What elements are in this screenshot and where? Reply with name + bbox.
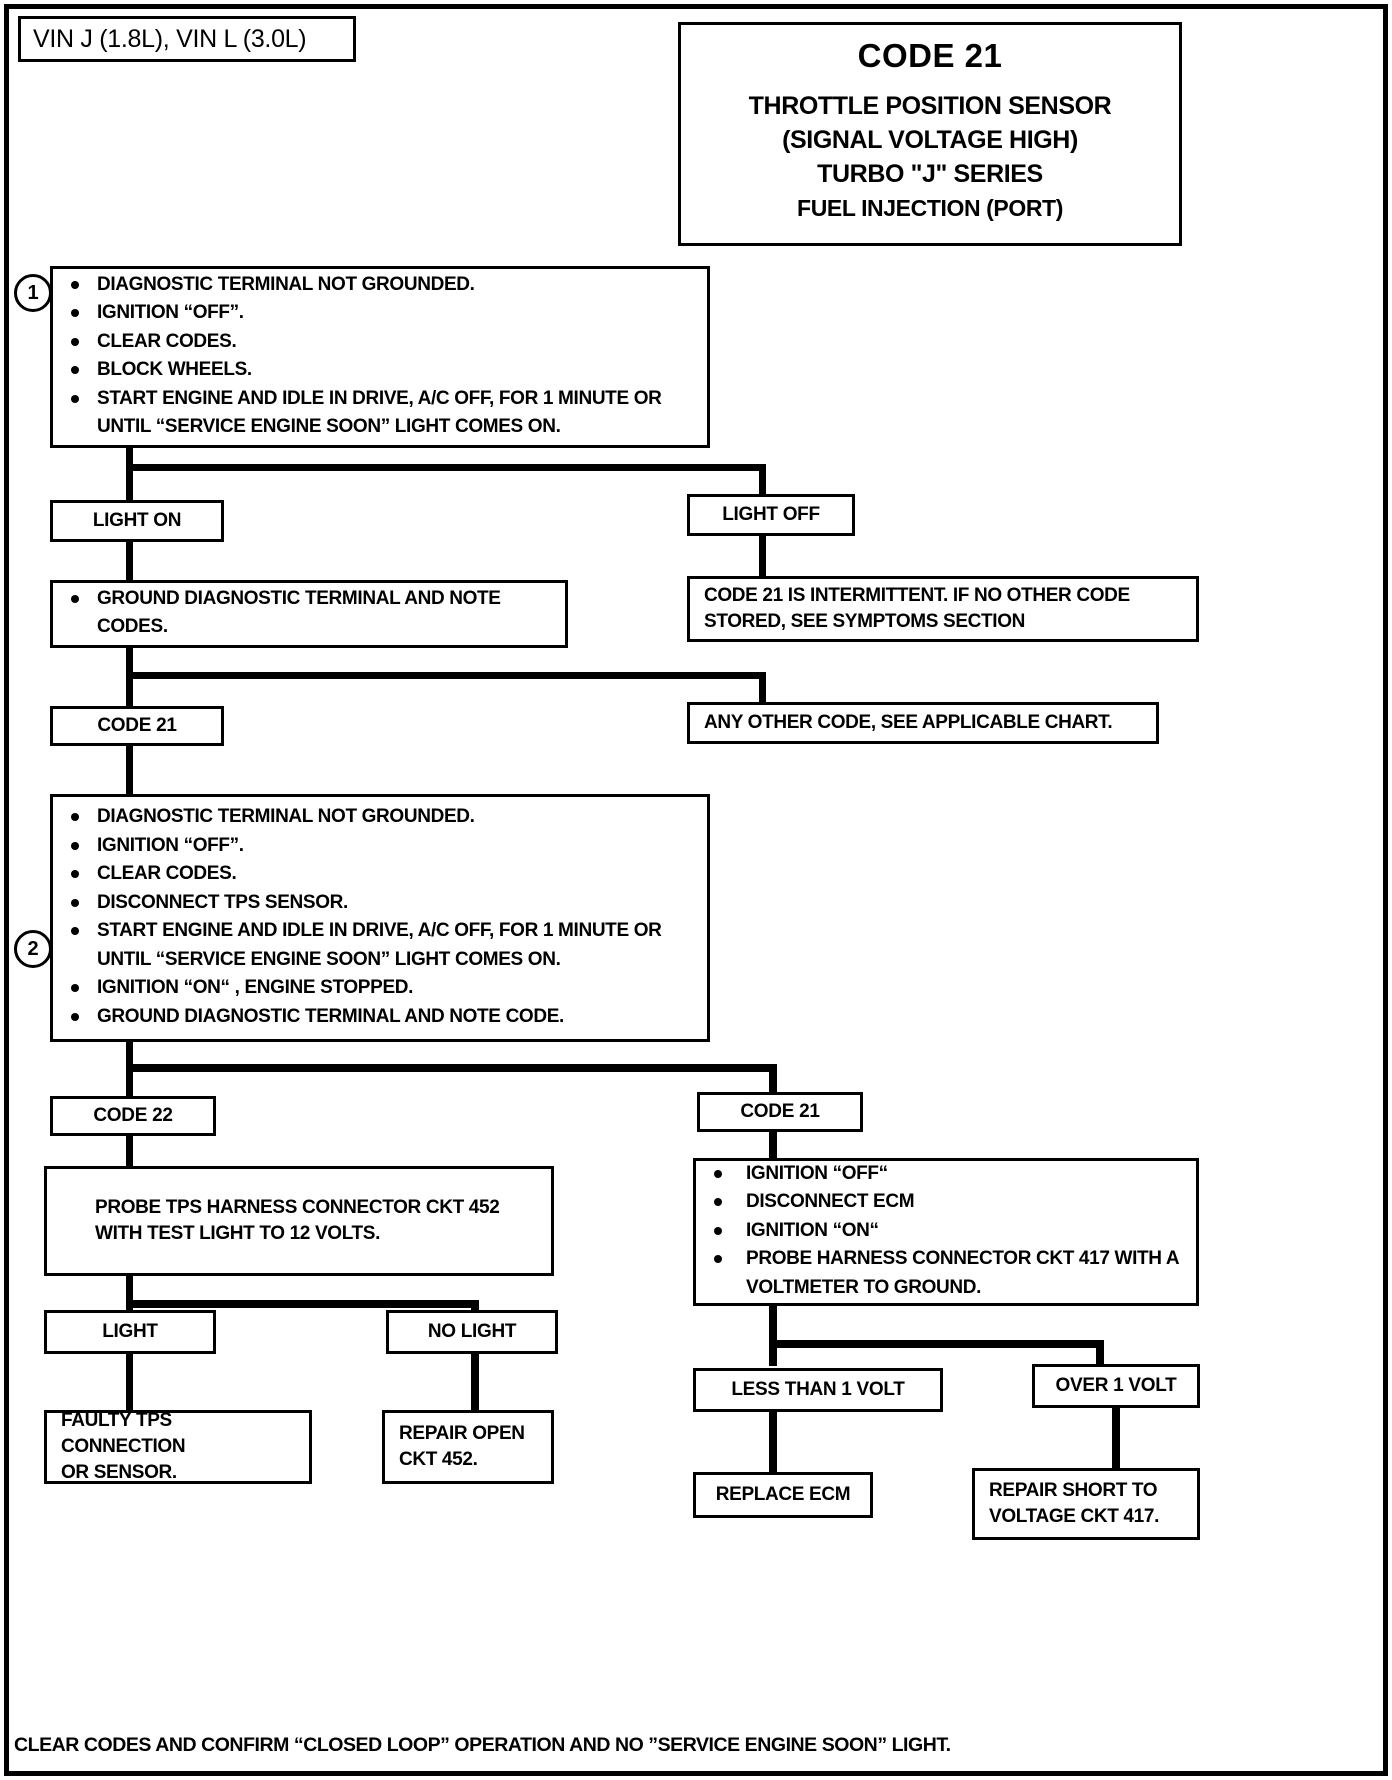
- step1-instruction-box: DIAGNOSTIC TERMINAL NOT GROUNDED. IGNITI…: [50, 266, 710, 448]
- ecm-instruction-box: IGNITION “OFF“ DISCONNECT ECM IGNITION “…: [693, 1158, 1199, 1306]
- connector-line: [126, 1354, 133, 1410]
- result-replace-ecm-box: REPLACE ECM: [693, 1472, 873, 1518]
- connector-line: [769, 1340, 1103, 1348]
- branch-light: LIGHT: [44, 1310, 216, 1354]
- branch-no-light: NO LIGHT: [386, 1310, 558, 1354]
- step2-instruction-box: DIAGNOSTIC TERMINAL NOT GROUNDED. IGNITI…: [50, 794, 710, 1042]
- list-item: DIAGNOSTIC TERMINAL NOT GROUNDED.: [53, 272, 707, 298]
- list-item: PROBE HARNESS CONNECTOR CKT 417 WITH A: [696, 1246, 1196, 1272]
- ecm-bullet-list: IGNITION “OFF“ DISCONNECT ECM IGNITION “…: [696, 1161, 1196, 1304]
- title-block: CODE 21 THROTTLE POSITION SENSOR (SIGNAL…: [678, 22, 1182, 246]
- list-item: CLEAR CODES.: [53, 861, 707, 887]
- connector-line: [126, 746, 133, 796]
- title-line-1: THROTTLE POSITION SENSOR: [748, 92, 1112, 120]
- connector-line: [769, 1412, 777, 1472]
- list-item: START ENGINE AND IDLE IN DRIVE, A/C OFF,…: [53, 386, 707, 412]
- intermittent-box: CODE 21 IS INTERMITTENT. IF NO OTHER COD…: [687, 576, 1199, 642]
- repair-open-line-1: REPAIR OPEN: [399, 1423, 525, 1444]
- faulty-tps-line-1: FAULTY TPS CONNECTION: [61, 1410, 186, 1457]
- connector-line: [126, 1136, 133, 1168]
- probe-line-2: WITH TEST LIGHT TO 12 VOLTS.: [95, 1223, 381, 1244]
- probe-line-1: PROBE TPS HARNESS CONNECTOR CKT 452: [95, 1197, 500, 1218]
- list-item: GROUND DIAGNOSTIC TERMINAL AND NOTE: [53, 586, 565, 612]
- list-item-continuation: UNTIL “SERVICE ENGINE SOON” LIGHT COMES …: [97, 416, 561, 437]
- list-item-continuation: VOLTMETER TO GROUND.: [746, 1276, 982, 1298]
- step1-bullet-list: DIAGNOSTIC TERMINAL NOT GROUNDED. IGNITI…: [53, 272, 707, 443]
- vin-label: VIN J (1.8L), VIN L (3.0L): [33, 24, 307, 53]
- list-item: IGNITION “OFF”.: [53, 833, 707, 859]
- connector-line: [1096, 1340, 1104, 1368]
- connector-line: [126, 464, 766, 471]
- step-marker-1: 1: [14, 274, 52, 312]
- list-item: IGNITION “ON“: [696, 1218, 1196, 1244]
- connector-line: [769, 1306, 777, 1366]
- result-faulty-tps-box: FAULTY TPS CONNECTION OR SENSOR.: [44, 1410, 312, 1484]
- branch-code-21-lower: CODE 21: [697, 1092, 863, 1132]
- connector-line: [126, 448, 133, 500]
- list-item: DISCONNECT TPS SENSOR.: [53, 890, 707, 916]
- connector-line: [759, 536, 766, 576]
- connector-line: [769, 1064, 777, 1094]
- repair-short-line-2: VOLTAGE CKT 417.: [989, 1506, 1160, 1527]
- branch-light-on: LIGHT ON: [50, 500, 224, 542]
- branch-code-22: CODE 22: [50, 1096, 216, 1136]
- connector-line: [126, 672, 766, 679]
- result-repair-open-box: REPAIR OPEN CKT 452.: [382, 1410, 554, 1484]
- title-line-4: FUEL INJECTION (PORT): [797, 195, 1063, 221]
- any-other-code-box: ANY OTHER CODE, SEE APPLICABLE CHART.: [687, 702, 1159, 744]
- branch-over-1-volt: OVER 1 VOLT: [1032, 1364, 1200, 1408]
- step2-bullet-list: DIAGNOSTIC TERMINAL NOT GROUNDED. IGNITI…: [53, 804, 707, 1032]
- connector-line: [769, 1132, 777, 1158]
- connector-line: [759, 672, 766, 706]
- list-item: IGNITION “ON“ , ENGINE STOPPED.: [53, 975, 707, 1001]
- list-item: IGNITION “OFF“: [696, 1161, 1196, 1187]
- repair-open-line-2: CKT 452.: [399, 1449, 478, 1470]
- connector-line: [126, 1300, 478, 1308]
- title-code: CODE 21: [857, 37, 1003, 74]
- probe-tps-box: PROBE TPS HARNESS CONNECTOR CKT 452 WITH…: [44, 1166, 554, 1276]
- list-item: GROUND DIAGNOSTIC TERMINAL AND NOTE CODE…: [53, 1004, 707, 1030]
- list-item: CLEAR CODES.: [53, 329, 707, 355]
- branch-code-21: CODE 21: [50, 706, 224, 746]
- footer-note: CLEAR CODES AND CONFIRM “CLOSED LOOP” OP…: [14, 1734, 951, 1756]
- title-line-3: TURBO "J" SERIES: [817, 160, 1043, 188]
- list-item: DIAGNOSTIC TERMINAL NOT GROUNDED.: [53, 804, 707, 830]
- step-marker-2: 2: [14, 930, 52, 968]
- intermittent-line-1: CODE 21 IS INTERMITTENT. IF NO OTHER COD…: [704, 585, 1130, 606]
- result-repair-short-box: REPAIR SHORT TO VOLTAGE CKT 417.: [972, 1468, 1200, 1540]
- faulty-tps-line-2: OR SENSOR.: [61, 1462, 177, 1483]
- branch-light-off: LIGHT OFF: [687, 494, 855, 536]
- replace-ecm-label: REPLACE ECM: [715, 1484, 851, 1505]
- ground-terminal-list: GROUND DIAGNOSTIC TERMINAL AND NOTE CODE…: [53, 586, 565, 643]
- branch-less-than-1-volt: LESS THAN 1 VOLT: [693, 1368, 943, 1412]
- list-item: IGNITION “OFF”.: [53, 300, 707, 326]
- connector-line: [759, 464, 766, 500]
- list-item-continuation: UNTIL “SERVICE ENGINE SOON” LIGHT COMES …: [97, 948, 561, 970]
- vin-box: VIN J (1.8L), VIN L (3.0L): [18, 16, 356, 62]
- page-border: [4, 4, 1388, 1776]
- intermittent-line-2: STORED, SEE SYMPTOMS SECTION: [704, 611, 1026, 632]
- list-item: DISCONNECT ECM: [696, 1189, 1196, 1215]
- connector-line: [471, 1354, 479, 1410]
- connector-line: [126, 542, 133, 582]
- list-item: START ENGINE AND IDLE IN DRIVE, A/C OFF,…: [53, 918, 707, 944]
- connector-line: [126, 1064, 776, 1072]
- title-line-2: (SIGNAL VOLTAGE HIGH): [782, 126, 1078, 154]
- ground-terminal-box: GROUND DIAGNOSTIC TERMINAL AND NOTE CODE…: [50, 580, 568, 648]
- list-item-continuation: CODES.: [97, 616, 168, 637]
- any-other-code-label: ANY OTHER CODE, SEE APPLICABLE CHART.: [704, 712, 1113, 733]
- connector-line: [1112, 1408, 1120, 1468]
- list-item: BLOCK WHEELS.: [53, 357, 707, 383]
- repair-short-line-1: REPAIR SHORT TO: [989, 1480, 1158, 1501]
